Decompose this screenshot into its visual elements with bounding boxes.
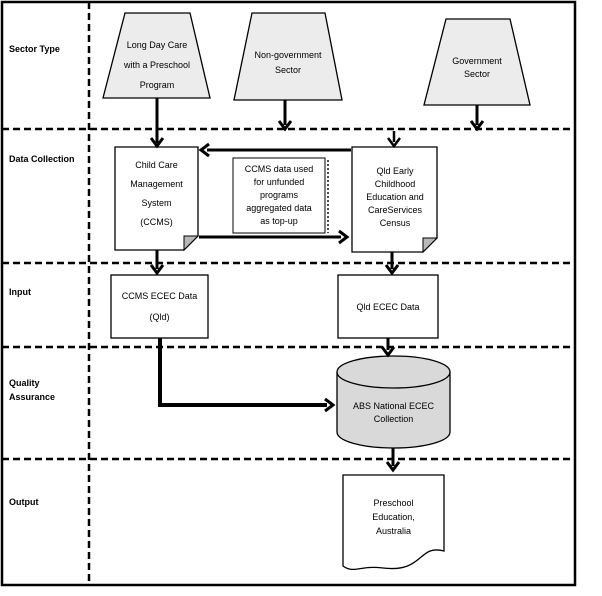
box-ccms-ecec-data	[110, 274, 209, 339]
label-non-government: Non-government Sector	[254, 50, 322, 75]
note-box-ccms-topup	[232, 157, 326, 234]
label-qld-census: Qld Early Childhood Education and CareSe…	[366, 166, 424, 228]
trapezoid-government	[423, 18, 531, 106]
label-long-day-care: Long Day Care with a Preschool Program	[123, 40, 191, 90]
box-qld-ecec-data	[337, 274, 439, 339]
row-label-sector-type: Sector Type	[9, 44, 60, 54]
arrowhead-into-census	[387, 137, 401, 149]
document-preschool-education	[342, 474, 445, 571]
arrow-input-to-abs	[158, 338, 327, 407]
row-label-input: Input	[9, 287, 31, 297]
arrowhead-gov-down	[469, 120, 485, 132]
diagram-border	[0, 0, 577, 587]
arrowhead-nongov-down	[277, 120, 293, 132]
arrowhead-census-to-input	[384, 264, 400, 276]
label-abs-collection: ABS National ECEC Collection	[352, 401, 435, 424]
row-label-quality-assurance: Quality Assurance	[9, 378, 56, 402]
trapezoid-non-government	[233, 12, 343, 101]
arrowhead-ccms-to-census	[338, 229, 350, 245]
row-label-data-collection: Data Collection	[9, 154, 75, 164]
label-ccms-note: CCMS data used for unfunded programs agg…	[244, 164, 314, 226]
arrowhead-census-to-ccms	[198, 142, 210, 158]
label-government: Government Sector	[452, 56, 502, 79]
row-label-output: Output	[9, 497, 39, 507]
arrow-layer	[149, 98, 485, 473]
arrowhead-ccms-to-input	[149, 264, 165, 276]
cylinder-abs-collection	[336, 355, 451, 449]
label-ccms-ecec-data: CCMS ECEC Data (Qld)	[121, 291, 198, 322]
document-qld-census-fold	[422, 237, 439, 254]
label-qld-ecec-data: Qld ECEC Data	[356, 302, 420, 312]
document-ccms-fold	[183, 235, 200, 252]
trapezoid-long-day-care	[102, 12, 211, 99]
label-ccms: Child Care Management System (CCMS)	[130, 160, 183, 227]
arrowhead-qldinput-to-abs	[380, 346, 396, 358]
cylinder-abs-collection-top-arc	[336, 371, 451, 389]
arrowhead-abs-to-output	[385, 461, 401, 473]
label-preschool-education: Preschool Education, Australia	[372, 498, 415, 536]
arrowhead-ldc-to-ccms	[149, 137, 165, 149]
arrowhead-input-to-abs	[324, 397, 336, 413]
